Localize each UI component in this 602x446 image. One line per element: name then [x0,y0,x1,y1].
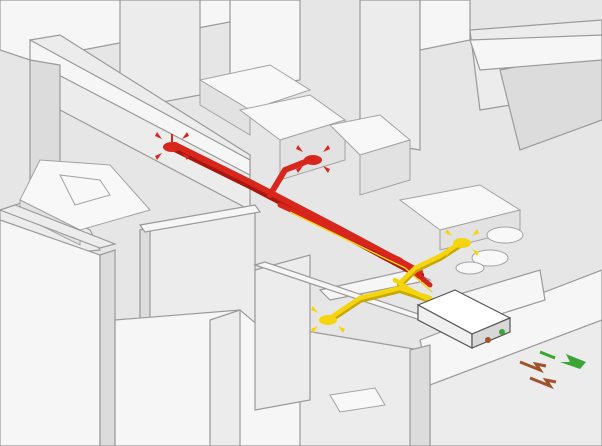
return-grille-icon [445,229,479,256]
return-duct-join [392,277,433,303]
inner-partition [254,254,311,411]
exhaust-arrow-1 [519,360,547,374]
kitchen-counter-front [199,79,251,136]
center-partition-top [138,204,262,233]
bathroom-sink [329,387,386,413]
unit-fresh-port [499,329,505,335]
bathroom-wall [299,329,421,446]
supply-diffuser-icon [296,145,330,173]
ventilation-unit-icon [416,289,512,349]
kitchen-island-side [359,139,411,196]
fresh-air-dash [539,350,556,360]
unit-side [471,317,511,349]
stool-1 [486,226,524,244]
right-lower-wall-edge [409,344,431,446]
supply-diffuser-icon [155,132,189,160]
supply-duct-branch-kitchen [267,157,313,198]
unit-exhaust-port [485,337,491,343]
right-outer-wall-cap [469,34,602,71]
supply-duct-parallel [277,202,433,288]
front-bottom-post [209,309,241,446]
supply-duct-highlight [289,211,433,293]
front-left-wall-top [0,204,117,249]
exhaust-arrow-2 [529,376,557,390]
fresh-air-arrow-icon [539,350,586,369]
back-pillar [359,0,421,151]
front-left-wall [0,219,101,446]
supply-duct-network [171,142,433,293]
stool-3 [455,261,485,275]
bed-pillow [59,174,111,206]
return-duct-dining [397,240,463,286]
back-window-bay [229,0,301,91]
front-left-wall-edge [99,249,116,446]
return-grille-icon [311,306,345,333]
exhaust-air-arrow-icon [519,360,557,390]
partition-upper-left-top [29,38,251,176]
stool-2 [471,249,509,267]
fresh-air-arrow [560,354,586,369]
